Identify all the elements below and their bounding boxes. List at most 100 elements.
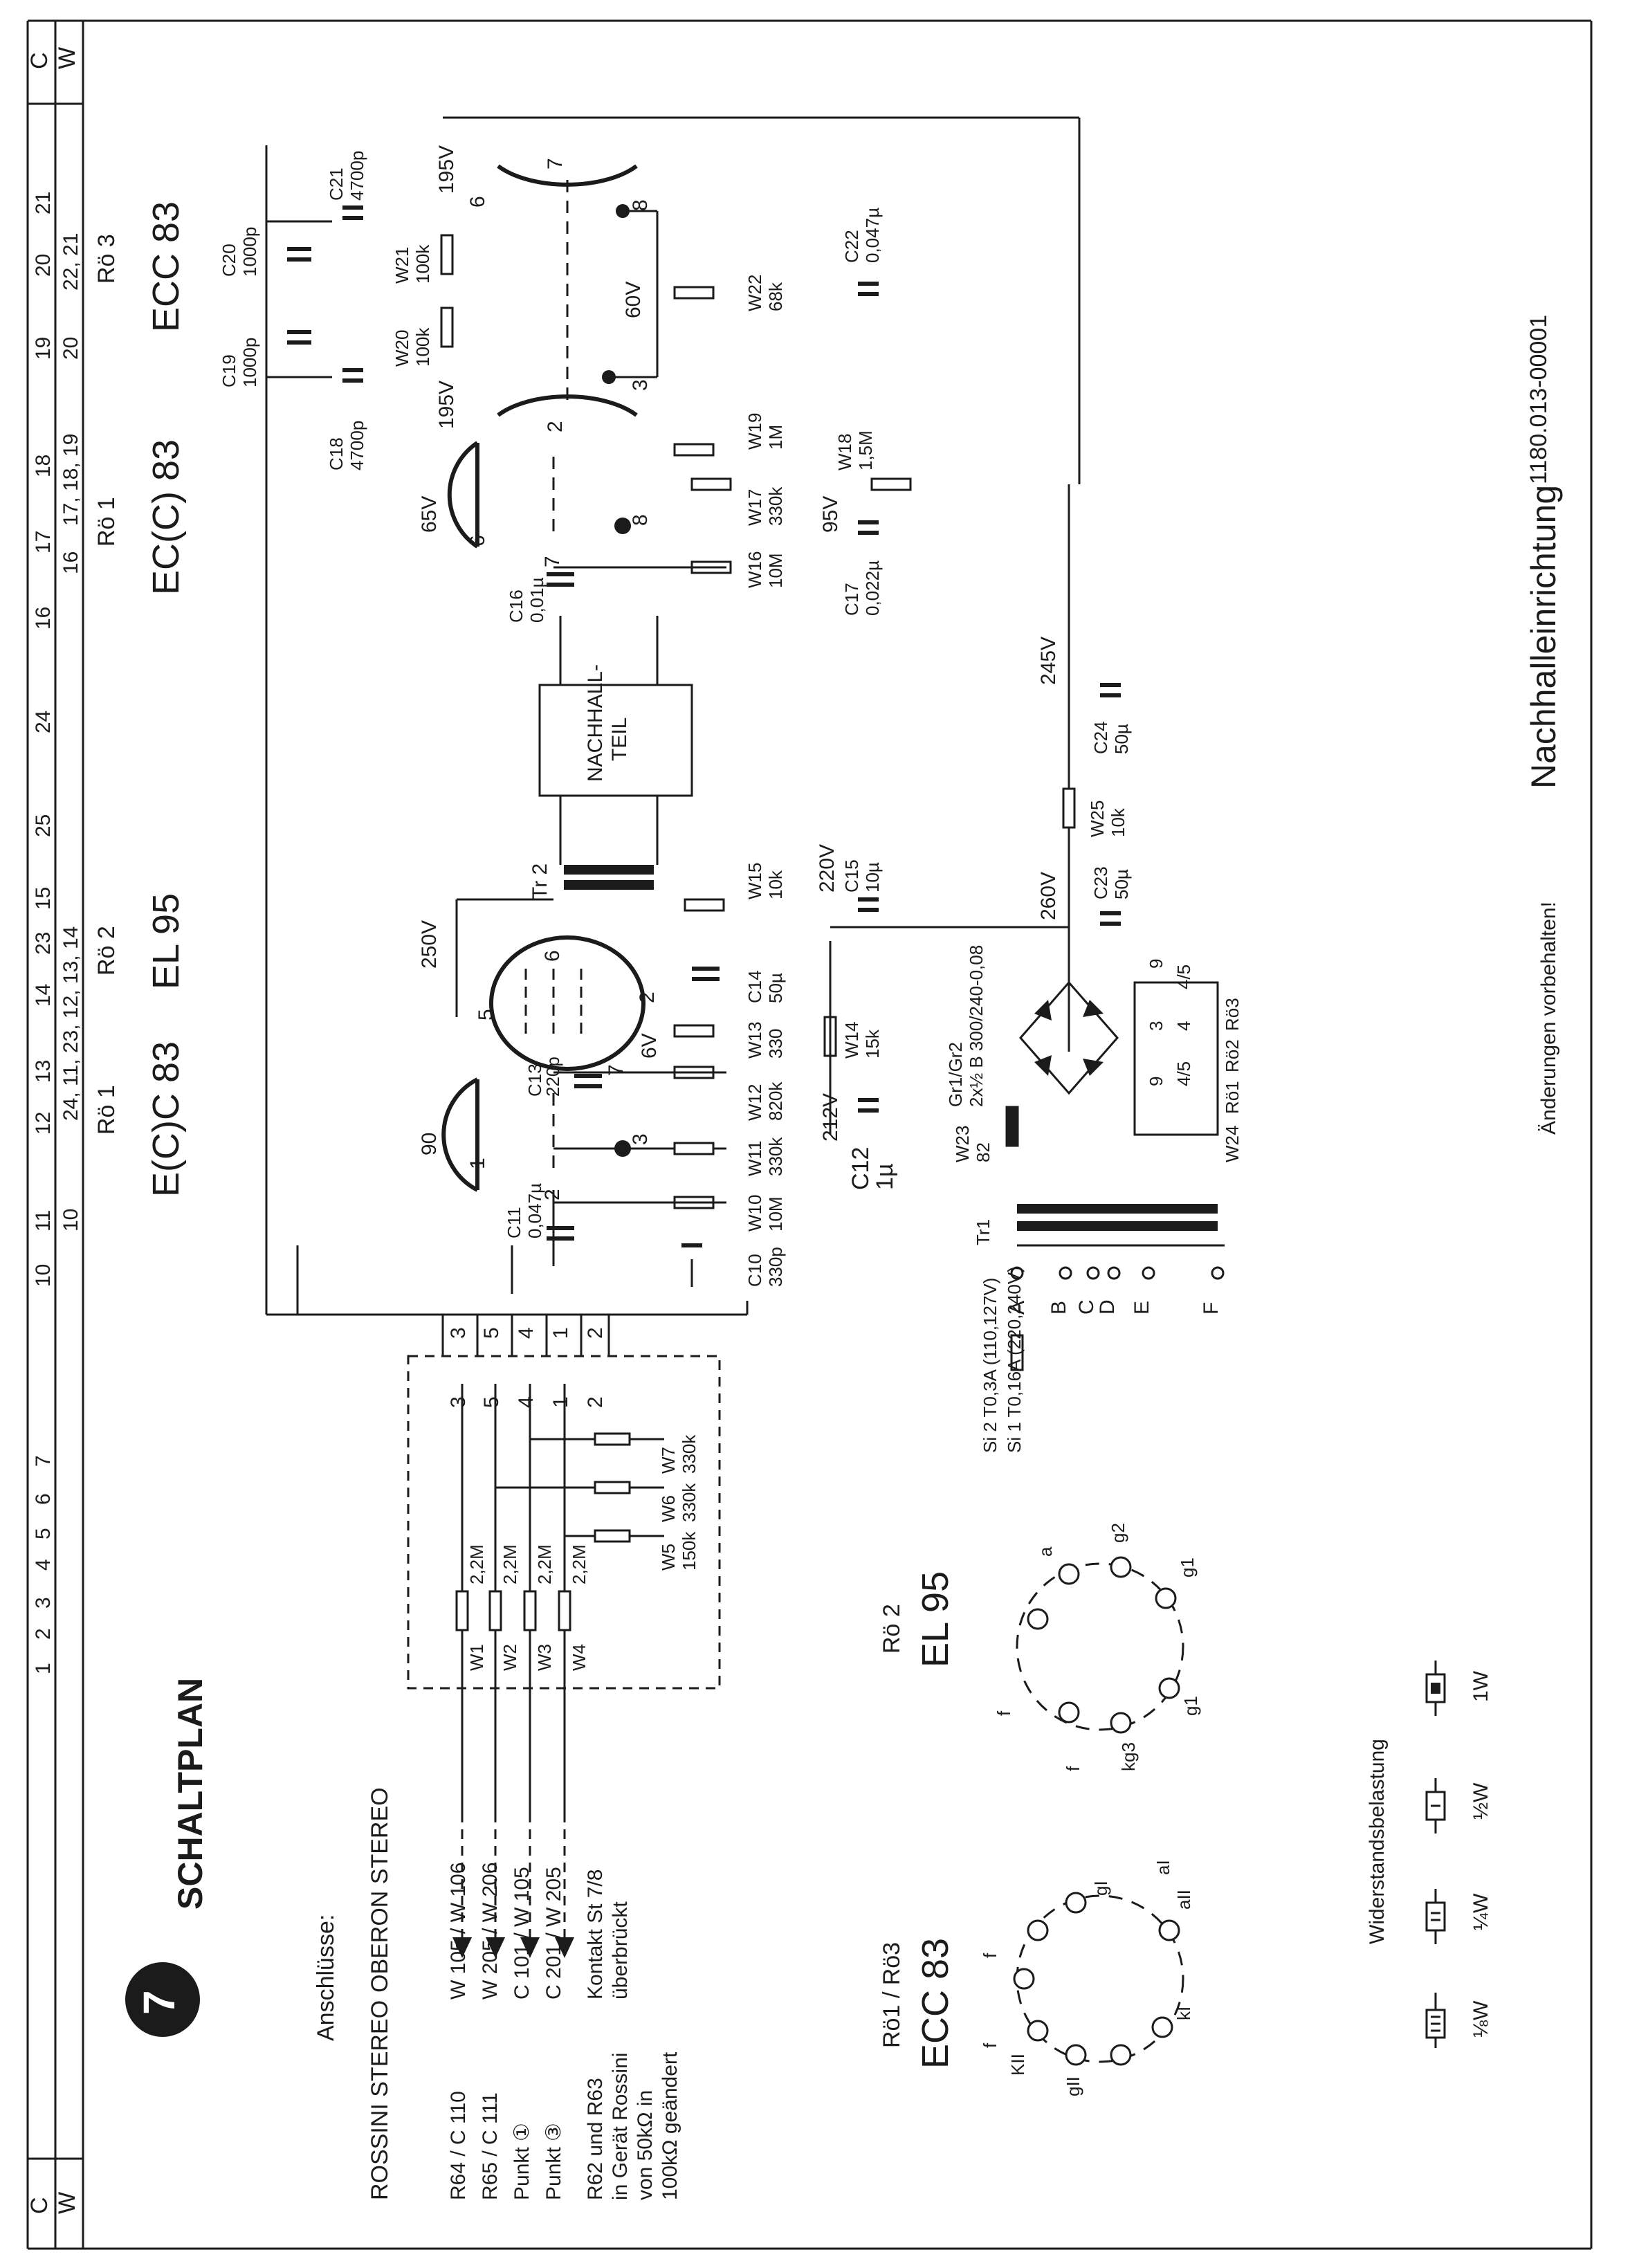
socket-label: kI [1173,2006,1194,2020]
capacitor-label: C14 [744,970,765,1003]
doc-number: 1180.013-00001 [1526,315,1552,484]
mains-tap: E [1130,1301,1153,1315]
notes-row-b: W 205 / W 206 [479,1863,502,2000]
border-number: 25 [32,814,55,837]
border-number: 23 [32,932,55,955]
voltage-label: 250V [418,920,441,969]
tube-pin: 7 [544,158,567,170]
resistor-label: W14 [841,1022,862,1059]
capacitor-label: C17 [841,583,862,616]
border-number: 4 [32,1559,55,1571]
capacitor-label: C11 [504,1207,524,1238]
border-number: 16 [32,607,55,630]
resistor-label: W20 [392,330,412,367]
capacitor-value: 330p [765,1247,786,1287]
border-ref: 20 [59,337,82,360]
corner-c-bottom: C [26,2197,53,2214]
resistor-label: W11 [744,1140,765,1176]
border-number: 13 [32,1060,55,1083]
capacitor-value: 1000p [239,338,260,387]
mains-tap: F [1200,1302,1223,1315]
input-arrows [452,1813,574,1958]
resistor-label: W5 [658,1544,679,1571]
resistor-value: 330k [679,1434,699,1474]
pin-label: 5 [480,1327,503,1339]
notes-change-line: in Gerät Rossini [609,2053,632,2200]
tube-ref: Rö 2 [93,926,120,976]
mains-tap: C [1075,1299,1098,1315]
resistor-label: W7 [658,1447,679,1474]
resistor-value: 2,2M [500,1544,520,1584]
capacitor-value: 50µ [1111,724,1132,754]
resistor-value: 10M [765,1196,786,1232]
socket-label: g1 [1180,1696,1201,1716]
socket-label: f [980,1953,1000,1958]
pin-label: 3 [447,1396,470,1408]
socket-label: aII [1173,1890,1194,1910]
heater-pin: 9 [1146,959,1166,969]
tube-pin: 7 [541,556,564,567]
socket-label: f [994,1710,1014,1716]
notes-row-b: W 105 / W 106 [447,1863,470,2000]
resistor-label: W10 [744,1195,765,1232]
load-legend: Widerstandsbelastung ⅛W ¼W ½W 1W [1366,1661,1492,2048]
resistor-label: W22 [744,275,765,311]
tube-pin: 3 [629,1133,652,1145]
border-number: 11 [32,1210,55,1232]
notes-change-line: von 50kΩ in [634,2090,657,2200]
resistor-value: 15k [862,1029,883,1059]
border-number: 6 [32,1493,55,1505]
resistor-label: W25 [1087,801,1108,837]
resistor-value: 1,5M [855,430,876,470]
tube-pin: 1 [466,1158,489,1169]
reverb-label: NACHHALL- [584,664,607,782]
capacitor-value: 4700p [347,421,367,470]
capacitor-label: C19 [219,354,239,387]
voltage-label: 245V [1037,637,1060,685]
capacitor-label: C13 [524,1063,545,1097]
load-legend-title: Widerstandsbelastung [1366,1739,1389,1944]
resistor-value: 330k [765,1137,786,1176]
capacitor-label: C21 [326,167,347,201]
tube-pin: 7 [605,1064,628,1076]
capacitor-value: 0,022µ [862,560,883,616]
mix-resistors: W5 150k W6 330k W7 330k [495,1432,699,1571]
notes-row-a: Punkt ③ [542,2123,565,2200]
border-bottom-refs: 10 24, 11, 23, 12, 13, 14 16 17, 18, 19 … [59,233,82,1232]
border-number: 5 [32,1528,55,1539]
tube-ref: Rö 1 [93,497,120,547]
voltage-label: 95V [819,496,842,533]
input-resistors: W1 W2 W3 W4 2,2M 2,2M 2,2M 2,2M [455,1384,589,1813]
tube-type: EL 95 [145,893,187,989]
border-number: 10 [32,1264,55,1287]
border-ref: 24, 11, 23, 12, 13, 14 [59,926,82,1121]
notes-col2-title: OBERON STEREO [367,1787,393,1993]
resistor-label: W12 [744,1084,765,1121]
resistor-label: W21 [392,247,412,284]
capacitor-value: 4700p [347,151,367,201]
capacitor-label: C23 [1090,866,1111,899]
border-corner-labels: C W C W [26,47,80,2214]
resistor-value: 100k [412,244,433,284]
socket-label: g1 [1177,1557,1198,1577]
resistor-label: W15 [744,863,765,899]
tube-pin: 2 [636,991,659,1003]
notes-change-line: 100kΩ geändert [659,2051,681,2200]
resistor-label: W18 [834,434,855,470]
notes-row-a: R64 / C 110 [447,2091,470,2200]
resistor-label: W19 [744,413,765,450]
resistor-label: W1 [466,1644,487,1671]
capacitor-value: 0,047µ [862,208,883,263]
heater-label: Rö2 [1222,1039,1243,1072]
resistor-value: 330k [765,486,786,526]
stage4: 6 7 8 2 3 60V 195V 195V C18 4700p C21 47… [219,116,1081,484]
signal-wires [265,145,749,1316]
rectifier-label: Gr1/Gr2 [945,1042,966,1107]
resistor-value: 2,2M [466,1544,487,1584]
socket-label: kg3 [1118,1742,1139,1771]
socket-rö1-rö3: Rö1 / Rö3 ECC 83 f f KII gII aII gI kI a… [879,1860,1194,2096]
sheet-number-badge [125,1962,200,2037]
notes-heading: Anschlüsse: [313,1914,339,2041]
rights-note: Änderungen vorbehalten! [1537,902,1560,1135]
capacitor-value: 50µ [765,973,786,1003]
